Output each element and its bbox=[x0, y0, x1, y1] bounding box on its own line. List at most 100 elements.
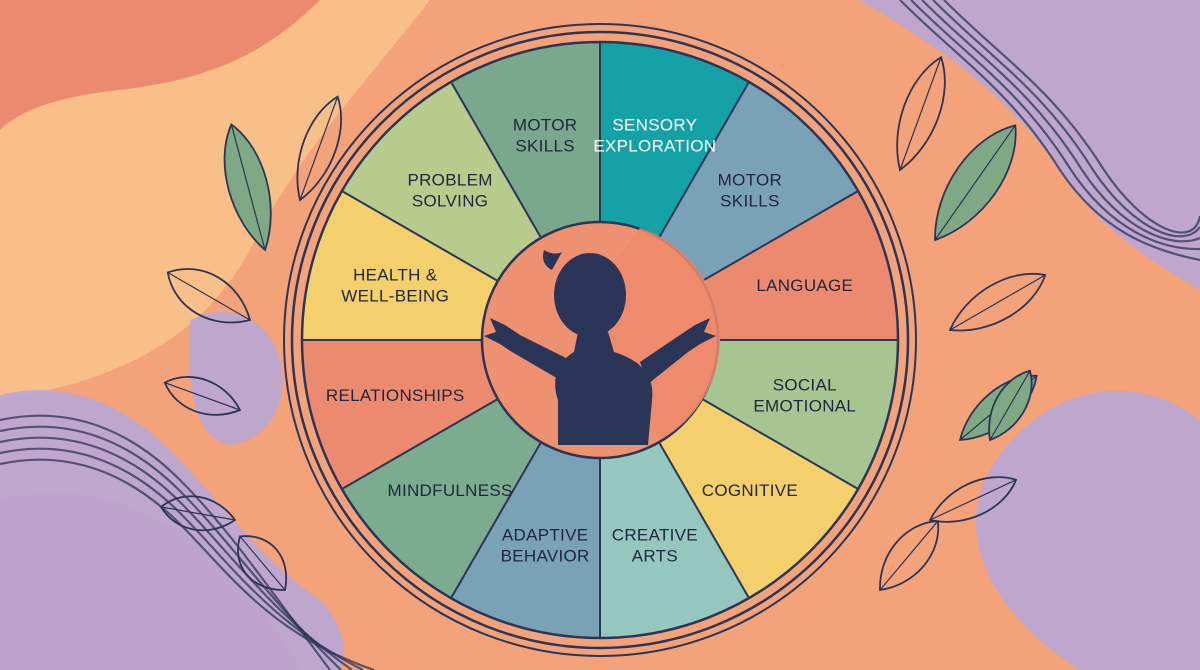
wheel-spoke bbox=[701, 398, 859, 490]
leaf-icon bbox=[223, 123, 272, 252]
wheel-segment bbox=[600, 42, 749, 238]
leaf-icon bbox=[896, 55, 946, 172]
child-right-arm bbox=[640, 318, 716, 384]
background-coral-blob bbox=[0, 0, 320, 130]
child-hair bbox=[543, 250, 562, 270]
wave-line bbox=[921, 0, 1200, 243]
wave-line bbox=[943, 0, 1200, 234]
wheel-segment bbox=[302, 340, 498, 489]
wheel-spoke bbox=[658, 81, 750, 239]
wheel-center bbox=[480, 220, 721, 460]
leaf-vein bbox=[989, 370, 1031, 441]
segment-label-line: ARTS bbox=[632, 546, 678, 565]
child-left-arm bbox=[484, 318, 570, 380]
leaf-vein bbox=[299, 96, 339, 201]
segment-label-line: MOTOR bbox=[718, 171, 782, 190]
leaf-blade bbox=[928, 476, 1018, 523]
segment-label-line: EXPLORATION bbox=[593, 137, 716, 156]
segment-label-line: RELATIONSHIPS bbox=[326, 386, 465, 405]
segment-label-line: SENSORY bbox=[612, 116, 697, 135]
wave-line bbox=[0, 414, 331, 670]
leaf-vein bbox=[949, 274, 1046, 331]
wave-line bbox=[910, 0, 1200, 251]
segment-label-line: ADAPTIVE bbox=[502, 525, 588, 544]
wave-line bbox=[0, 436, 353, 670]
wheel-rings bbox=[283, 23, 917, 657]
leaf-icon bbox=[928, 476, 1018, 523]
segment-label-line: MINDFULNESS bbox=[388, 481, 513, 500]
wheel-spoke bbox=[450, 441, 542, 599]
leaf-vein bbox=[899, 57, 942, 171]
wave-line bbox=[0, 425, 342, 670]
leaf-icon bbox=[948, 272, 1047, 332]
segment-label-line: SOCIAL bbox=[773, 375, 837, 394]
wheel-spoke bbox=[658, 441, 750, 599]
child-body bbox=[555, 332, 653, 445]
leaf-vein bbox=[161, 506, 236, 521]
wheel-segments bbox=[302, 42, 898, 638]
segment-label-line: PROBLEM bbox=[407, 171, 492, 190]
leaf-icon bbox=[166, 268, 252, 324]
wheel-segment bbox=[341, 399, 541, 599]
segment-label-line: LANGUAGE bbox=[756, 276, 853, 295]
background-lavender-wave-bottom-left bbox=[0, 390, 344, 670]
segment-label-line: SKILLS bbox=[720, 192, 779, 211]
leaf-icon bbox=[296, 95, 342, 202]
wheel-spoke bbox=[341, 190, 499, 282]
outermost-ring bbox=[283, 23, 917, 657]
leaf-icon bbox=[988, 369, 1033, 442]
wheel-spoke bbox=[701, 190, 859, 282]
wheel-segment bbox=[451, 42, 600, 238]
segment-label-line: BEHAVIOR bbox=[501, 546, 590, 565]
segment-label: MOTOR SKILLS bbox=[513, 116, 577, 156]
wheel-spoke bbox=[341, 398, 499, 490]
leaf-icon bbox=[159, 495, 237, 532]
segment-label-line: MOTOR bbox=[513, 116, 577, 135]
background-peach-blob bbox=[0, 0, 430, 400]
leaf-icon bbox=[879, 520, 940, 592]
leaf-icon bbox=[237, 535, 288, 591]
segment-label: LANGUAGE bbox=[756, 276, 853, 295]
segment-label: PROBLEM SOLVING bbox=[407, 171, 492, 211]
wheel-segment bbox=[341, 81, 541, 281]
segment-label-line: CREATIVE bbox=[612, 525, 698, 544]
wave-line bbox=[0, 447, 364, 670]
segment-label: SENSORY EXPLORATION bbox=[593, 116, 716, 156]
wheel-segment bbox=[702, 340, 898, 489]
leaf-vein bbox=[230, 124, 266, 251]
background-lavender-blob-left bbox=[189, 312, 283, 445]
segment-label-line: SOLVING bbox=[412, 192, 488, 211]
wave-line bbox=[932, 0, 1200, 238]
segment-label-line: WELL-BEING bbox=[341, 287, 449, 306]
leaf-vein bbox=[929, 479, 1017, 521]
leaf-vein bbox=[934, 124, 1016, 241]
leaf-blade bbox=[948, 272, 1047, 332]
segment-label: MOTOR SKILLS bbox=[718, 171, 782, 211]
wave-line bbox=[899, 0, 1200, 262]
outer-ring bbox=[290, 30, 910, 650]
wheel-segment bbox=[702, 191, 898, 340]
segment-label: HEALTH & WELL-BEING bbox=[341, 266, 449, 306]
wheel-segment bbox=[451, 442, 600, 638]
segment-label-line: SKILLS bbox=[515, 137, 574, 156]
wheel-spoke bbox=[450, 81, 542, 239]
segment-label: RELATIONSHIPS bbox=[326, 386, 465, 405]
segment-label: CREATIVE ARTS bbox=[612, 525, 698, 565]
wheel-segment bbox=[302, 191, 498, 340]
wheel-spokes bbox=[302, 42, 898, 638]
segment-label: MINDFULNESS bbox=[388, 481, 513, 500]
leaf-vein bbox=[167, 271, 251, 321]
wheel-segment bbox=[600, 442, 749, 638]
leaf-vein bbox=[879, 520, 939, 591]
wheel-segment bbox=[659, 399, 859, 599]
segment-label-line: HEALTH & bbox=[353, 266, 438, 285]
decorative-leaves bbox=[159, 55, 1047, 592]
background-lavender-blob-bottom-right bbox=[975, 390, 1200, 670]
leaf-icon bbox=[163, 376, 242, 416]
leaf-icon bbox=[934, 124, 1017, 242]
